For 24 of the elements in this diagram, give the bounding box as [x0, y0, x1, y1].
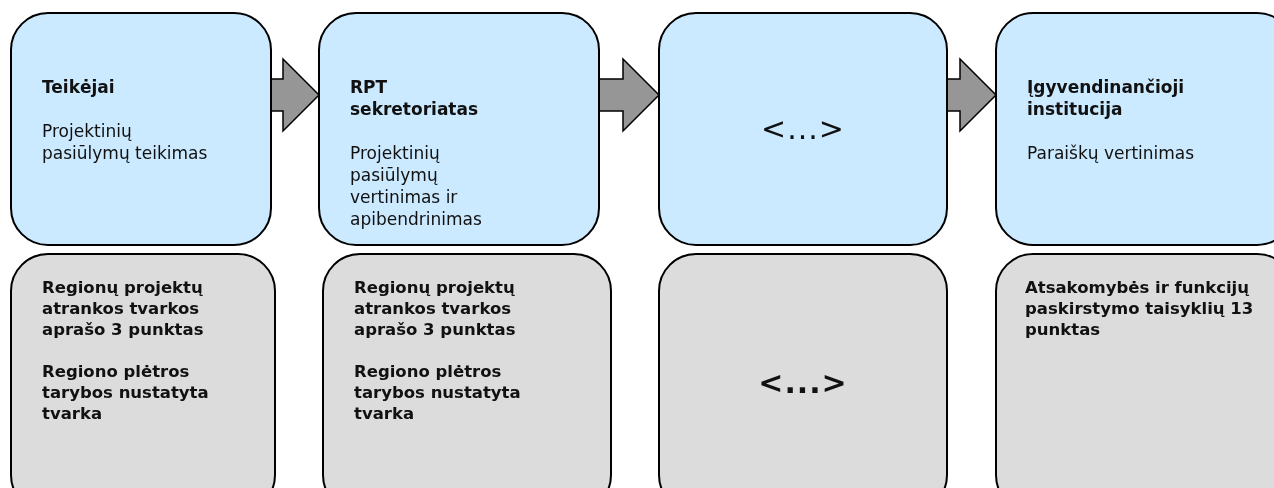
step-description: Paraiškų vertinimas	[1027, 142, 1196, 164]
block-arrow	[597, 57, 661, 133]
reference-text: Regiono plėtros tarybos nustatyta tvarka	[354, 361, 522, 424]
reference-box	[10, 253, 276, 488]
step-heading: Įgyvendinančioji institucija	[1027, 76, 1186, 120]
step-box	[658, 12, 948, 246]
placeholder-text: <...>	[761, 112, 845, 146]
step-box	[995, 12, 1274, 246]
reference-text: Regionų projektų atrankos tvarkos aprašo 3 punktas	[354, 277, 517, 340]
step-box	[10, 12, 272, 246]
reference-box	[322, 253, 612, 488]
reference-box	[658, 253, 948, 488]
block-arrow	[945, 57, 998, 133]
step-heading: Teikėjai	[42, 76, 116, 98]
reference-text: Atsakomybės ir funkcijų paskirstymo taisyklių 13 punktas	[1025, 277, 1255, 340]
reference-text: Regiono plėtros tarybos nustatyta tvarka	[42, 361, 210, 424]
step-box	[318, 12, 600, 246]
block-arrow	[269, 57, 321, 133]
reference-text: Regionų projektų atrankos tvarkos aprašo 3 punktas	[42, 277, 205, 340]
placeholder-text: <...>	[758, 366, 848, 400]
step-description: Projektinių pasiūlymų teikimas	[42, 120, 209, 164]
step-heading: RPT sekretoriatas	[350, 76, 480, 120]
reference-box	[995, 253, 1274, 488]
step-description: Projektinių pasiūlymų vertinimas ir apibendrinimas	[350, 142, 483, 230]
